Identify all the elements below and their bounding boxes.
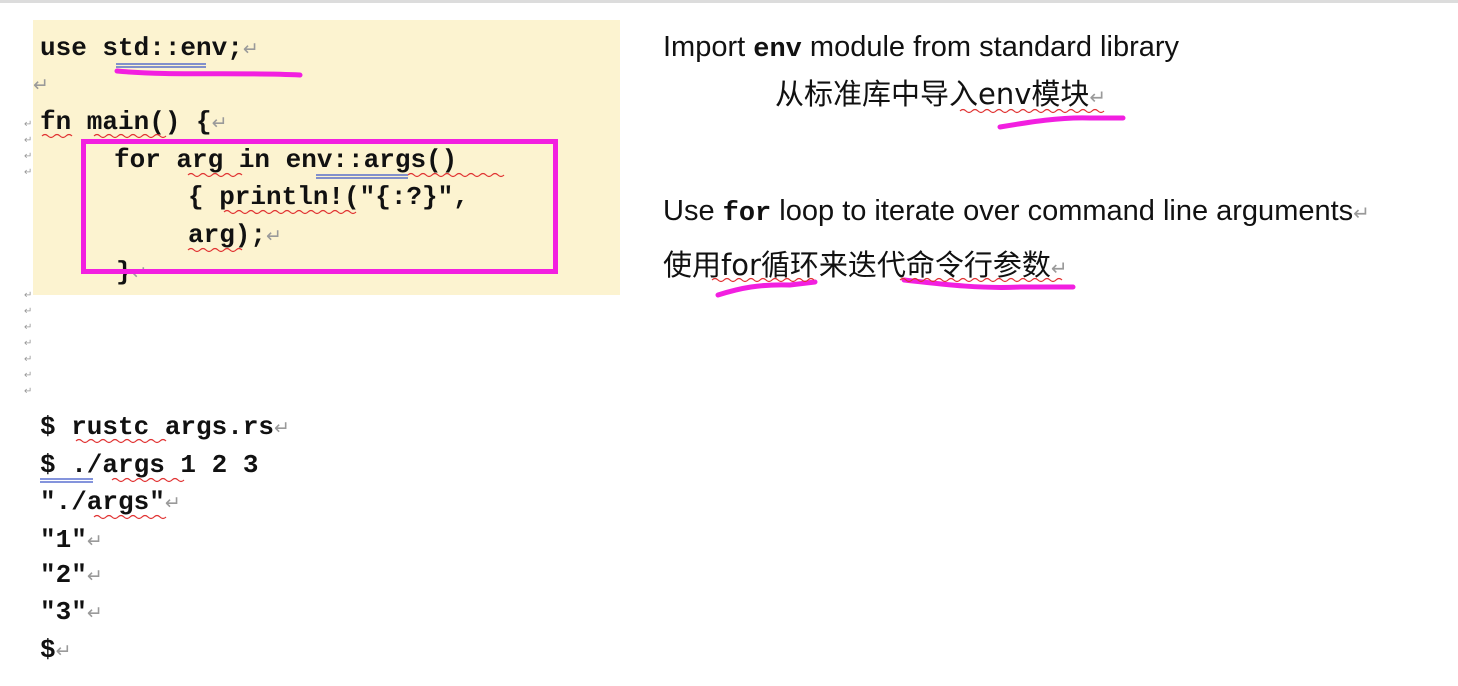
paragraph-mark: ↵ xyxy=(24,167,33,178)
paragraph-mark: ↵ xyxy=(24,322,33,333)
paragraph-mark: ↵ xyxy=(24,151,33,162)
code-line-for: for arg in env::args() xyxy=(114,145,458,175)
terminal-line: $ ./args 1 2 3 xyxy=(40,450,259,480)
code-empty-line: ↵ xyxy=(33,74,49,96)
paragraph-mark: ↵ xyxy=(24,119,33,130)
code-line-arg: arg);↵ xyxy=(188,220,282,250)
code-line-fn-main: fn main() {↵ xyxy=(40,107,228,137)
paragraph-mark: ↵ xyxy=(24,306,33,317)
code-line-println: { println!("{:?}", xyxy=(188,182,469,212)
terminal-line: $↵ xyxy=(40,635,72,665)
paragraph-mark: ↵ xyxy=(24,290,33,301)
note-for-en: Use for loop to iterate over command lin… xyxy=(663,195,1370,229)
pen-underline-env-module xyxy=(997,115,1126,130)
paragraph-mark: ↵ xyxy=(24,370,33,381)
note-import-cn: 从标准库中导入env模块↵ xyxy=(775,77,1107,111)
note-for-cn: 使用for循环来迭代命令行参数↵ xyxy=(663,248,1068,282)
note-import-en: Import env module from standard library xyxy=(663,31,1180,65)
terminal-line: "./args"↵ xyxy=(40,487,181,517)
paragraph-mark: ↵ xyxy=(24,135,33,146)
paragraph-mark: ↵ xyxy=(24,354,33,365)
paragraph-mark: ↵ xyxy=(24,386,33,397)
terminal-line: "2"↵ xyxy=(40,560,103,590)
top-border xyxy=(0,0,1458,3)
paragraph-mark: ↵ xyxy=(24,338,33,349)
code-line-use: use std::env;↵ xyxy=(40,33,259,63)
highlight-box-for-loop xyxy=(81,139,558,274)
terminal-line: "1"↵ xyxy=(40,525,103,555)
terminal-line: "3"↵ xyxy=(40,597,103,627)
terminal-line: $ rustc args.rs↵ xyxy=(40,412,290,442)
